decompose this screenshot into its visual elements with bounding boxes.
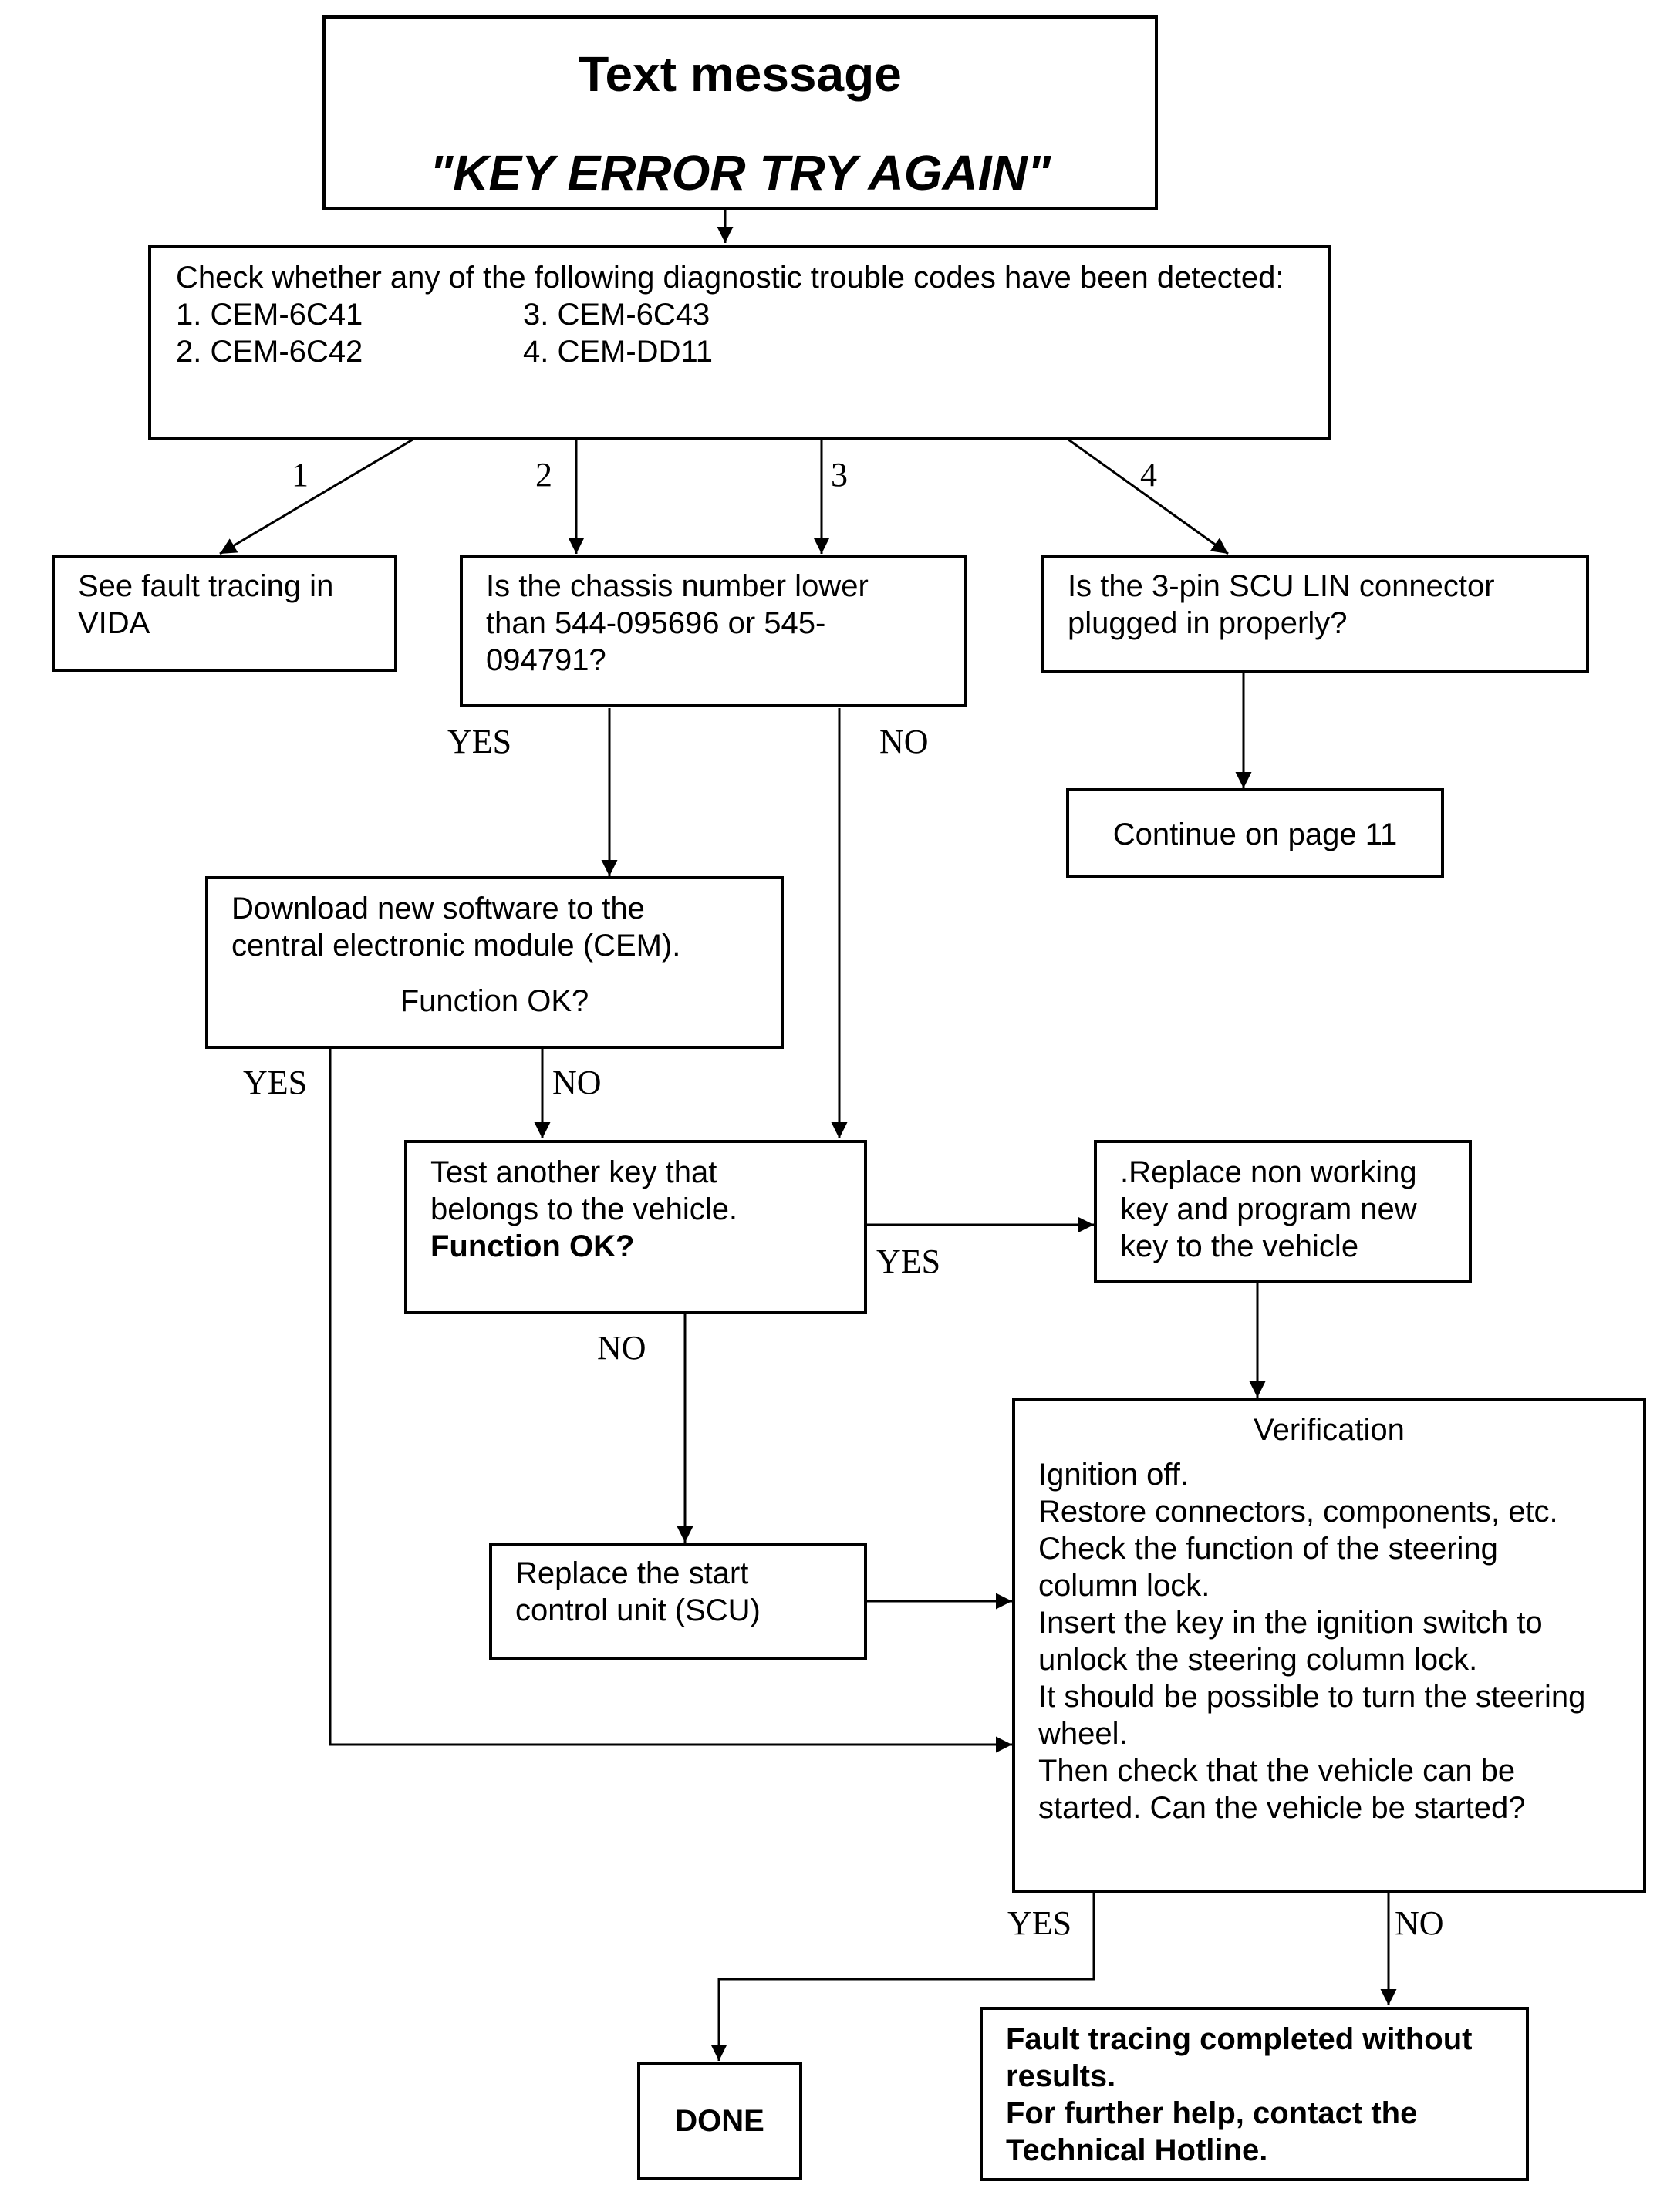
scu-lin-question-box: Is the 3-pin SCU LIN connector plugged i… bbox=[1041, 555, 1589, 673]
fault-completed-box: Fault tracing completed without results.… bbox=[980, 2007, 1529, 2181]
chassis-question-box: Is the chassis number lower than 544-095… bbox=[460, 555, 967, 707]
arrow-download-yes bbox=[329, 1049, 1012, 1753]
test-another-key-text: Test another key that belongs to the veh… bbox=[430, 1155, 738, 1226]
arrow-branch-1 bbox=[219, 438, 413, 555]
verification-title: Verification bbox=[1254, 1413, 1405, 1447]
chassis-yes-label: YES bbox=[447, 723, 512, 760]
check-codes-box: Check whether any of the following diagn… bbox=[148, 245, 1331, 440]
replace-key-box: .Replace non working key and program new… bbox=[1094, 1140, 1472, 1283]
verification-box: Verification Ignition off. Restore conne… bbox=[1012, 1398, 1646, 1893]
code-list: 1. CEM-6C41 3. CEM-6C43 2. CEM-6C42 4. C… bbox=[176, 296, 1303, 370]
verification-body: Ignition off. Restore connectors, compon… bbox=[1038, 1458, 1586, 1825]
check-codes-intro: Check whether any of the following diagn… bbox=[176, 261, 1284, 295]
continue-page-text: Continue on page 11 bbox=[1112, 818, 1398, 851]
arrow-branch-4 bbox=[1068, 438, 1229, 555]
branch-number-1: 1 bbox=[292, 456, 309, 494]
title-heading: Text message bbox=[579, 46, 902, 102]
title-message: "KEY ERROR TRY AGAIN" bbox=[429, 145, 1051, 201]
continue-page-box: Continue on page 11 bbox=[1066, 788, 1444, 878]
chassis-question-text: Is the chassis number lower than 544-095… bbox=[486, 569, 869, 677]
replace-key-text: .Replace non working key and program new… bbox=[1120, 1155, 1417, 1263]
download-software-text: Download new software to the central ele… bbox=[231, 892, 681, 963]
branch-number-2: 2 bbox=[535, 456, 552, 494]
chassis-no-label: NO bbox=[879, 723, 929, 760]
code-item: 3. CEM-6C43 bbox=[523, 298, 710, 332]
download-yes-label: YES bbox=[243, 1064, 308, 1101]
code-item: 1. CEM-6C41 bbox=[176, 298, 363, 332]
title-box: Text message "KEY ERROR TRY AGAIN" bbox=[322, 15, 1158, 210]
replace-scu-box: Replace the start control unit (SCU) bbox=[489, 1543, 867, 1660]
see-vida-box: See fault tracing in VIDA bbox=[52, 555, 397, 672]
code-item: 2. CEM-6C42 bbox=[176, 335, 363, 369]
test-function-ok: Function OK? bbox=[430, 1229, 635, 1263]
verification-yes-label: YES bbox=[1007, 1904, 1072, 1942]
done-text: DONE bbox=[675, 2104, 764, 2138]
code-item: 4. CEM-DD11 bbox=[523, 335, 713, 369]
download-no-label: NO bbox=[552, 1064, 602, 1101]
done-box: DONE bbox=[637, 2062, 802, 2180]
scu-lin-question-text: Is the 3-pin SCU LIN connector plugged i… bbox=[1068, 569, 1495, 640]
see-vida-text: See fault tracing in VIDA bbox=[78, 569, 334, 640]
test-another-key-box: Test another key that belongs to the veh… bbox=[404, 1140, 867, 1314]
test-no-label: NO bbox=[597, 1329, 646, 1367]
verification-no-label: NO bbox=[1395, 1904, 1444, 1942]
arrow-verification-yes bbox=[710, 1893, 1095, 2061]
replace-scu-text: Replace the start control unit (SCU) bbox=[515, 1556, 761, 1627]
branch-number-4: 4 bbox=[1140, 456, 1157, 494]
branch-number-3: 3 bbox=[831, 456, 848, 494]
test-yes-label: YES bbox=[876, 1243, 941, 1280]
download-software-box: Download new software to the central ele… bbox=[205, 876, 784, 1049]
fault-completed-text: Fault tracing completed without results.… bbox=[1006, 2022, 1473, 2167]
download-function-ok: Function OK? bbox=[400, 984, 589, 1018]
